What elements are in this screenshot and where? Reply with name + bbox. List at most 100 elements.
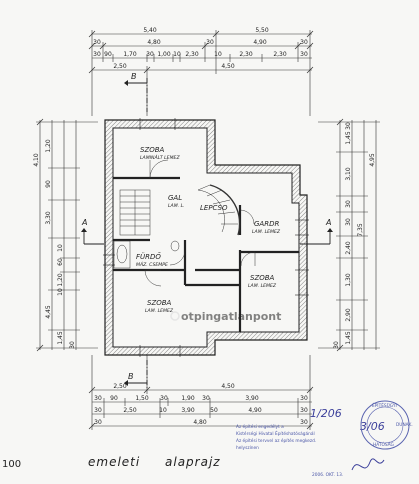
- dimension-label: 5,40: [143, 27, 157, 34]
- building-walls: [104, 119, 308, 356]
- dimension-label: 90: [104, 51, 112, 58]
- dimension-label: 1,30: [345, 273, 352, 287]
- dimension-label: 1,90: [181, 395, 195, 402]
- stamp-line: helyszínen: [236, 444, 259, 451]
- stamp-round-text: HATÓSÁG: [373, 441, 394, 448]
- dimension-label: 60: [57, 258, 64, 266]
- dimension-ticks: [36, 30, 344, 430]
- stamp-slash: 3/06: [360, 420, 385, 433]
- dimension-label: 4,45: [45, 305, 52, 319]
- staircase: [119, 184, 241, 236]
- dimension-label: 3,90: [181, 407, 195, 414]
- section-mark-a-left: A: [81, 218, 87, 227]
- doors: [144, 159, 256, 287]
- stamp-date: 2006. OKT. 13.: [312, 472, 343, 478]
- dimension-label: 2,30: [273, 51, 287, 58]
- dimension-label: 2,50: [113, 383, 127, 390]
- room-name: GARDR: [254, 220, 279, 228]
- room-labels: SZOBA LAMINÁLT LEMEZ GAL LAM. L. LEPCSO …: [136, 146, 281, 314]
- dimension-label: 4,50: [221, 63, 235, 70]
- signature: [351, 458, 385, 471]
- dimension-label: 30: [93, 39, 101, 46]
- title-word-1: emeleti: [88, 455, 140, 469]
- room-finish: LAM. LEMEZ: [248, 283, 277, 289]
- dimension-label: 10: [159, 407, 167, 414]
- room-finish: LAMINÁLT LEMEZ: [140, 154, 180, 161]
- dimension-lines: [36, 30, 380, 430]
- dimension-label: 10: [214, 51, 222, 58]
- dimension-label: 30: [93, 51, 101, 58]
- dimension-label: 30: [333, 341, 340, 349]
- dimension-label: 30: [345, 200, 352, 208]
- dimension-label: 30: [300, 395, 308, 402]
- dimension-label: 50: [210, 407, 218, 414]
- dimension-label: 2,50: [113, 63, 127, 70]
- dimension-label: 30: [160, 395, 168, 402]
- stamp-line: Kistérségi Hivatal Építéshatóságánál: [236, 429, 315, 437]
- dimension-label: 10: [173, 51, 181, 58]
- stamp-round-text: DUNAK.: [396, 422, 413, 428]
- dimension-label: 3,30: [45, 211, 52, 225]
- dimension-label: 1,45: [345, 331, 352, 345]
- room-name: LEPCSO: [200, 204, 228, 212]
- dimension-label: 30: [345, 218, 352, 226]
- dimension-label: 3,90: [245, 395, 259, 402]
- room-finish: LAM. L.: [168, 203, 185, 209]
- stamp-number: 1/206: [310, 407, 342, 420]
- dimension-label: 1,45: [345, 131, 352, 145]
- dimension-label: 30: [94, 407, 102, 414]
- dimension-label: 10: [57, 288, 64, 296]
- section-mark-b-top: B: [131, 72, 137, 81]
- section-mark-a-right: A: [325, 218, 331, 227]
- dimension-label: 1,20: [57, 273, 64, 287]
- bathroom-fixtures: [113, 240, 180, 269]
- room-name: SZOBA: [250, 274, 275, 282]
- dimension-label: 5,50: [255, 27, 269, 34]
- dimension-label: 1,00: [157, 51, 171, 58]
- stamp-line: Az építési engedélyt a: [236, 423, 284, 430]
- dimension-label: 30: [206, 39, 214, 46]
- dimension-label: 7,35: [357, 223, 364, 237]
- dimension-label: 2,50: [123, 407, 137, 414]
- dimension-label: 2,90: [345, 308, 352, 322]
- room-name: SZOBA: [147, 299, 172, 307]
- dimension-label: 1,70: [123, 51, 137, 58]
- dimension-label: 10: [57, 244, 64, 252]
- dimension-label: 1,45: [57, 331, 64, 345]
- section-marker-arrows: [81, 80, 333, 386]
- dimension-label: 90: [110, 395, 118, 402]
- dimension-label: 4,80: [193, 419, 207, 426]
- dimension-label: 4,50: [221, 383, 235, 390]
- interior-walls: [113, 176, 299, 332]
- windows: [103, 118, 309, 357]
- dimension-label: 30: [202, 395, 210, 402]
- watermark-text: otpingatlanpont: [181, 310, 281, 323]
- dimension-label: 30: [69, 341, 76, 349]
- dimension-label: 30: [300, 407, 308, 414]
- dimension-label: 90: [45, 180, 52, 188]
- dimension-label: 2,40: [345, 241, 352, 255]
- scale-label: 100: [2, 459, 21, 470]
- dimension-label: 1,20: [45, 139, 52, 153]
- stamp-line: Az építési tervvel az építés megkezd.: [236, 437, 316, 444]
- dimension-label: 4,95: [369, 153, 376, 167]
- dimension-label: 4,90: [253, 39, 267, 46]
- dimension-label: 30: [94, 419, 102, 426]
- dimension-label: 30: [345, 122, 352, 130]
- room-finish: LAM. LEMEZ: [145, 308, 174, 314]
- dimension-label: 30: [94, 395, 102, 402]
- room-name: FÜRDŐ: [136, 252, 161, 261]
- dimension-label: 1,50: [135, 395, 149, 402]
- dimension-label: 2,30: [185, 51, 199, 58]
- watermark-logo: otpingatlanpont: [170, 310, 281, 323]
- dimension-label: 30: [300, 51, 308, 58]
- approval-stamp: 1/206 3/06 Az építési engedélyt a Kistér…: [236, 400, 413, 478]
- dimension-label: 30: [300, 419, 308, 426]
- room-finish: MÁZ. CSEMPE: [136, 261, 168, 268]
- title-word-2: alaprajz: [165, 455, 221, 469]
- dimension-label: 4,90: [248, 407, 262, 414]
- room-name: SZOBA: [140, 146, 165, 154]
